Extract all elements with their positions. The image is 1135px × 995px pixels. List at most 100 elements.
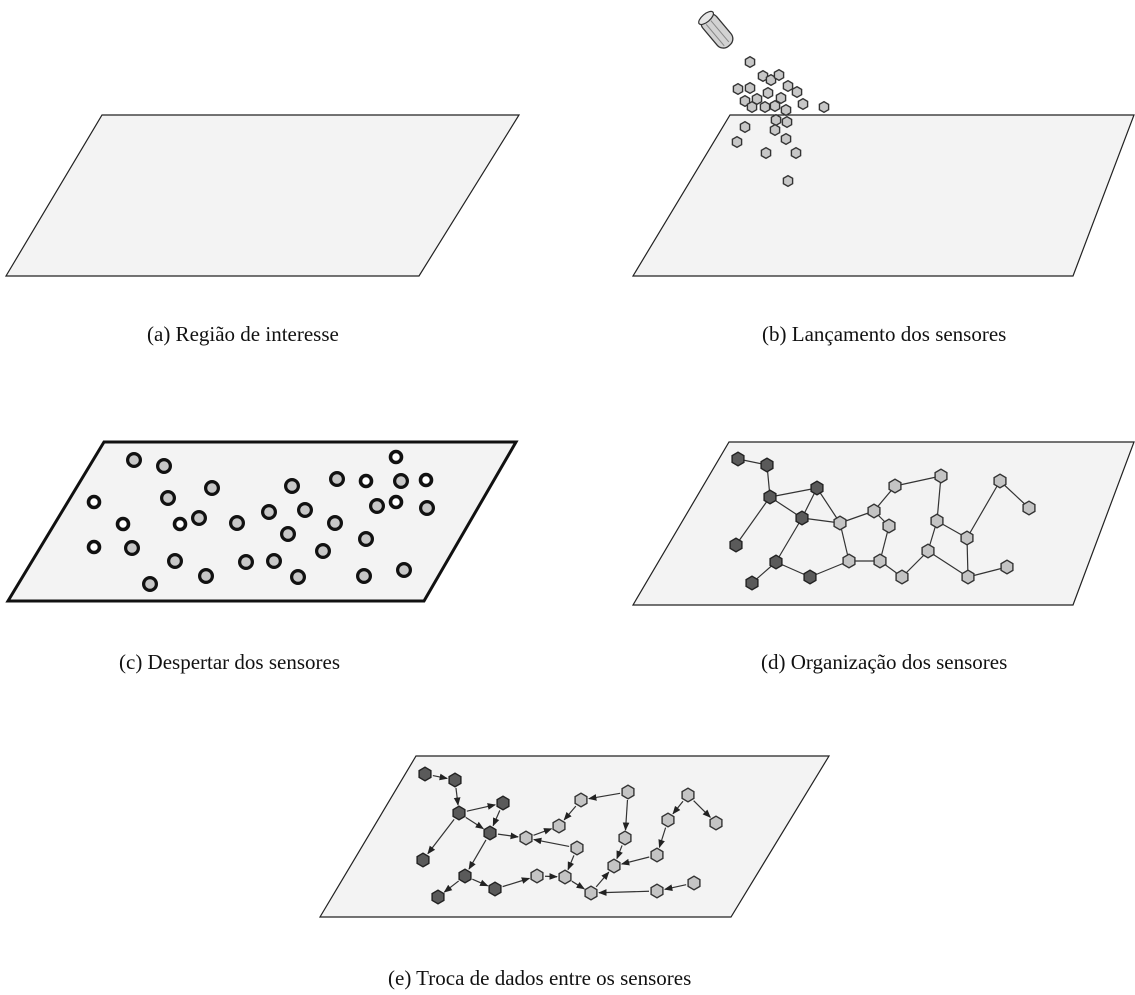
sensor-node (745, 57, 754, 68)
sensor-awake (144, 578, 157, 591)
caption-a: (a) Região de interesse (147, 322, 339, 347)
sensor-node (559, 870, 571, 884)
sensor-awake (398, 564, 411, 577)
sensor-awake (360, 533, 373, 546)
sensor-node (935, 469, 947, 483)
panel-a-region (6, 115, 519, 276)
sensor-node (783, 81, 792, 92)
sensor-node (819, 102, 828, 113)
sensor-node (619, 831, 631, 845)
sensor-awake (263, 506, 276, 519)
cluster-node (804, 570, 816, 584)
sensor-node (651, 884, 663, 898)
sensor-awake (317, 545, 330, 558)
panel-d-organization (633, 442, 1134, 605)
sensor-node (774, 70, 783, 81)
region-plane (633, 115, 1134, 276)
sensor-awake (240, 556, 253, 569)
sensor-node (843, 554, 855, 568)
region-plane (320, 756, 829, 917)
cluster-node (417, 853, 429, 867)
sensor-node (792, 87, 801, 98)
sensor-waking (391, 497, 402, 508)
caption-c: (c) Despertar dos sensores (119, 650, 340, 675)
sensor-node (740, 122, 749, 133)
sensor-node (781, 105, 790, 116)
sensor-node (782, 117, 791, 128)
sensor-waking (89, 497, 100, 508)
region-plane (6, 115, 519, 276)
sensor-node (745, 83, 754, 94)
sensor-awake (421, 502, 434, 515)
cluster-node (730, 538, 742, 552)
sensor-node (760, 102, 769, 113)
sensor-node (710, 816, 722, 830)
region-plane (8, 442, 516, 601)
cluster-node (746, 576, 758, 590)
cluster-node (761, 458, 773, 472)
caption-d: (d) Organização dos sensores (761, 650, 1007, 675)
sensor-node (962, 570, 974, 584)
sensor-node (763, 88, 772, 99)
sensor-node (622, 785, 634, 799)
sensor-awake (371, 500, 384, 513)
sensor-node (889, 479, 901, 493)
sensor-awake (282, 528, 295, 541)
sensor-awake (358, 570, 371, 583)
panel-b-launch (633, 9, 1134, 276)
sensor-node (994, 474, 1006, 488)
sensor-awake (395, 475, 408, 488)
sensor-node (834, 516, 846, 530)
sensor-awake (206, 482, 219, 495)
sensor-waking (361, 476, 372, 487)
sensor-node (791, 148, 800, 159)
cluster-node (497, 796, 509, 810)
sensor-node (1023, 501, 1035, 515)
cluster-node (770, 555, 782, 569)
cluster-node (484, 826, 496, 840)
sensor-node (798, 99, 807, 110)
sensor-awake (158, 460, 171, 473)
caption-e: (e) Troca de dados entre os sensores (388, 966, 691, 991)
sensor-node (931, 514, 943, 528)
sensor-node (1001, 560, 1013, 574)
sensor-awake (193, 512, 206, 525)
sensor-node (961, 531, 973, 545)
sensor-node (571, 841, 583, 855)
sensor-waking (421, 475, 432, 486)
sensor-node (874, 554, 886, 568)
sensor-node (585, 886, 597, 900)
sensor-node (781, 134, 790, 145)
sensor-node (771, 115, 780, 126)
sensor-node (883, 519, 895, 533)
caption-b: (b) Lançamento dos sensores (762, 322, 1006, 347)
cluster-node (811, 481, 823, 495)
sensor-awake (329, 517, 342, 530)
canister-icon (697, 9, 737, 51)
sensor-awake (162, 492, 175, 505)
cluster-node (732, 452, 744, 466)
cluster-node (764, 490, 776, 504)
sensor-node (783, 176, 792, 187)
sensor-node (770, 125, 779, 136)
sensor-awake (286, 480, 299, 493)
cluster-node (432, 890, 444, 904)
sensor-node (662, 813, 674, 827)
cluster-node (453, 806, 465, 820)
sensor-node (747, 102, 756, 113)
sensor-node (553, 819, 565, 833)
sensor-awake (292, 571, 305, 584)
cluster-node (419, 767, 431, 781)
sensor-node (520, 831, 532, 845)
sensor-awake (299, 504, 312, 517)
sensor-node (608, 859, 620, 873)
cluster-node (796, 511, 808, 525)
sensor-awake (268, 555, 281, 568)
sensor-node (770, 101, 779, 112)
sensor-awake (126, 542, 139, 555)
sensor-waking (391, 452, 402, 463)
sensor-node (733, 84, 742, 95)
sensor-node (922, 544, 934, 558)
sensor-node (688, 876, 700, 890)
